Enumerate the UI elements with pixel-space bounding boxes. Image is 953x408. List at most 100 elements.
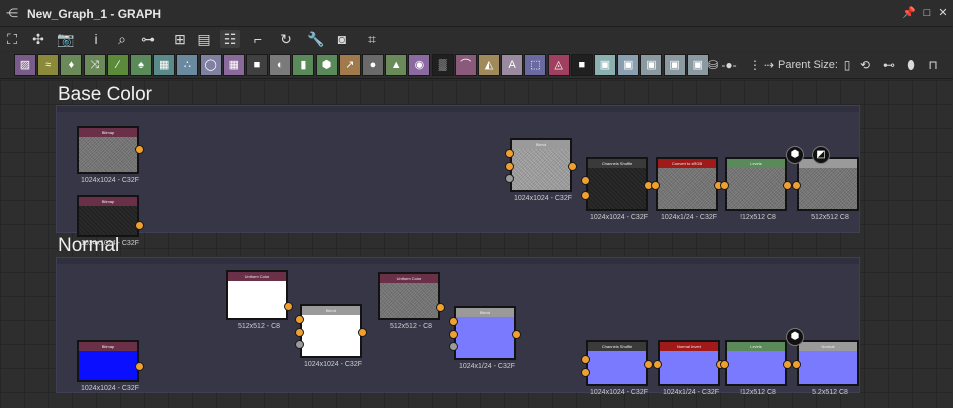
node-link-icon[interactable]: ⊶: [141, 31, 155, 47]
input-port[interactable]: [505, 148, 514, 158]
node-bc-levels[interactable]: Levels!12x512 C8: [720, 157, 792, 221]
slider-icon[interactable]: -●-: [721, 58, 737, 72]
node-n-levels[interactable]: Levels!12x512 C8: [720, 340, 792, 396]
input-port[interactable]: [581, 190, 590, 200]
shuffle-icon[interactable]: ⤨: [83, 54, 106, 76]
hierarchy-icon[interactable]: ⊞: [174, 31, 186, 47]
dots-icon[interactable]: ⋮: [749, 58, 761, 72]
pin-icon[interactable]: 📌: [902, 7, 916, 19]
output-port[interactable]: [135, 144, 144, 154]
gradient-icon[interactable]: ▮: [292, 54, 315, 76]
texture-icon[interactable]: ▣: [594, 54, 616, 76]
rotate-icon[interactable]: ⟲: [859, 58, 871, 72]
input-port[interactable]: [581, 355, 590, 365]
sharpen-icon[interactable]: ♠: [130, 54, 152, 76]
layers-icon[interactable]: ▤: [197, 31, 211, 47]
curve-icon[interactable]: ∕: [106, 54, 129, 76]
output-port[interactable]: [135, 362, 144, 372]
levels-icon[interactable]: ▲: [385, 54, 408, 76]
refresh-icon[interactable]: ↻: [280, 31, 292, 47]
input-port[interactable]: [449, 330, 458, 339]
node-bc-out[interactable]: 512x512 C8: [792, 157, 859, 221]
output-port[interactable]: [783, 360, 792, 369]
bezier-icon[interactable]: ⌒: [454, 54, 477, 76]
bc-out-cube-icon-2[interactable]: ◩: [812, 146, 830, 164]
link-icon[interactable]: ⇢: [763, 58, 775, 72]
channel-icon[interactable]: ▣: [663, 54, 686, 76]
text-icon[interactable]: A: [501, 54, 524, 76]
input-port[interactable]: [581, 368, 590, 378]
output-port[interactable]: [783, 181, 792, 190]
crop-icon[interactable]: ⌗: [368, 31, 376, 47]
circle-icon[interactable]: ◯: [199, 54, 222, 76]
bc-out-cube-icon-1[interactable]: ⬢: [786, 146, 804, 164]
close-icon[interactable]: ✕: [938, 7, 948, 19]
input-port[interactable]: [505, 162, 514, 171]
drop-icon[interactable]: ♦: [60, 54, 83, 76]
pattern-icon[interactable]: ▦: [153, 54, 176, 76]
align-icon[interactable]: ☷: [220, 30, 240, 48]
input-port[interactable]: [653, 360, 662, 369]
input-port[interactable]: [720, 360, 729, 369]
output-port[interactable]: [512, 330, 521, 339]
triangle-icon[interactable]: ◭: [478, 54, 500, 76]
input-icon[interactable]: ▣: [617, 54, 640, 76]
input-port[interactable]: [295, 328, 304, 337]
camera-icon[interactable]: 📷: [57, 31, 75, 47]
input-port[interactable]: [449, 342, 458, 352]
export-icon[interactable]: ▣: [686, 54, 709, 76]
output-port[interactable]: [284, 302, 293, 311]
input-port[interactable]: [720, 181, 729, 190]
image-filter-icon[interactable]: ▨: [14, 54, 36, 76]
fill-icon[interactable]: ◬: [547, 54, 570, 76]
pill-icon[interactable]: ⬮: [907, 58, 915, 72]
scatter-icon[interactable]: ∴: [176, 54, 199, 76]
input-port[interactable]: [581, 175, 590, 185]
display-icon[interactable]: ◙: [337, 31, 347, 47]
input-port[interactable]: [295, 340, 304, 350]
output-port[interactable]: [358, 328, 367, 337]
connector-icon[interactable]: ⌐: [253, 31, 263, 47]
chain-icon[interactable]: ⊷: [883, 58, 895, 72]
anchor-icon[interactable]: ⊓: [928, 58, 938, 72]
output-port[interactable]: [135, 221, 144, 231]
block-icon[interactable]: ■: [246, 54, 268, 76]
input-port[interactable]: [792, 181, 801, 190]
input-port[interactable]: [449, 316, 458, 326]
warp-icon[interactable]: ↗: [338, 54, 361, 76]
cylinder-icon[interactable]: ⛁: [707, 58, 719, 72]
histogram-icon[interactable]: ≈: [37, 54, 60, 76]
input-port[interactable]: [295, 314, 304, 324]
color-wheel-icon[interactable]: ◉: [408, 54, 431, 76]
output-port[interactable]: [436, 302, 445, 312]
frame-all-icon[interactable]: ⛶: [7, 31, 17, 47]
n-out-cube-icon[interactable]: ⬢: [786, 328, 804, 346]
input-port[interactable]: [651, 181, 660, 190]
search-icon[interactable]: ⌕: [118, 31, 126, 47]
grid-icon[interactable]: ▦: [222, 54, 245, 76]
maximize-icon[interactable]: □: [923, 7, 931, 19]
transform-icon[interactable]: ⬢: [315, 54, 338, 76]
input-port[interactable]: [505, 174, 514, 184]
wrench-icon[interactable]: 🔧: [307, 31, 325, 47]
output-port[interactable]: [568, 162, 577, 171]
blend-icon[interactable]: ◐: [269, 54, 292, 76]
info-icon[interactable]: i: [94, 31, 98, 47]
frame-select-icon[interactable]: ⬚: [524, 54, 547, 76]
output-icon[interactable]: ▣: [640, 54, 663, 76]
aspect-icon[interactable]: ▯: [843, 58, 851, 72]
